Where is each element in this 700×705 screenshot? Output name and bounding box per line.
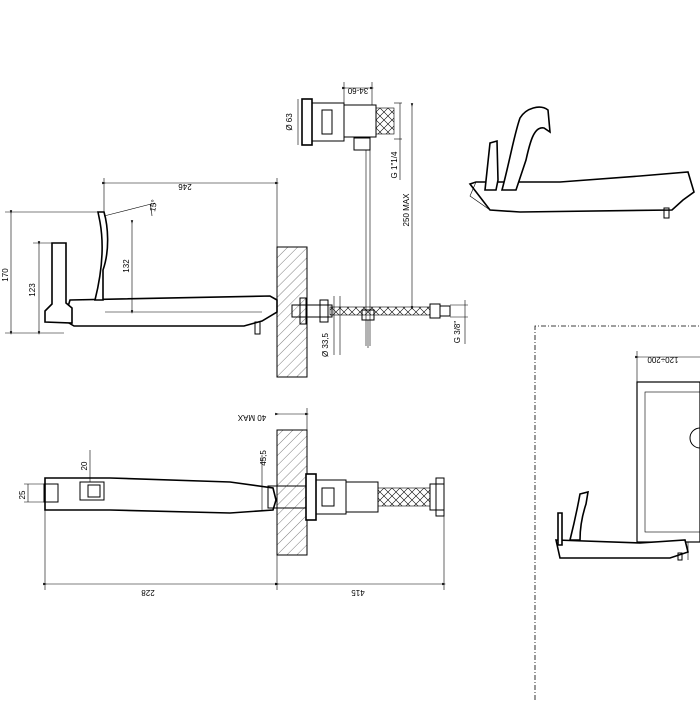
dim-wall-max: 40 MAX [237,413,266,422]
cartridge-detail: 34-60 Ø 63 G 1"1/4 250 MAX [285,82,414,346]
dim-projection: 228 [141,588,155,597]
dim-outlet-thread: G 3/8" [453,321,462,344]
plan-braided-hose [377,487,431,507]
dim-plate-size: 45,5 [259,450,268,466]
dim-spout-angle: 15° [148,199,159,212]
dim-total-height: 170 [1,268,10,282]
perspective-view [468,106,695,219]
side-view: 246 15° 170 123 132 Ø 33,5 [1,178,468,378]
dim-pipe-diameter: Ø 33,5 [321,332,330,357]
perspective-spout-handle [500,106,551,191]
plan-spout-body [44,477,277,514]
dim-connection-depth: 34-60 [347,86,368,95]
dim-inlet-length: 250 MAX [402,193,411,227]
plan-view: 25 20 40 MAX 45,5 228 415 [18,408,446,597]
lever [44,242,73,324]
installation-detail: 120÷200 [534,325,700,700]
dim-body-diameter: Ø 63 [285,113,294,131]
dim-spout-height: 132 [122,259,131,273]
dim-body-length: 415 [351,588,365,597]
dim-range-offset: 120÷200 [647,355,679,364]
thread-section [375,107,395,135]
dim-lever-height: 123 [28,283,37,297]
wall-section-plan [276,429,308,556]
spout-handle [93,211,109,301]
dim-outlet-length: 246 [178,182,192,191]
detail-mixer-body [554,539,689,559]
wall-box [636,381,700,543]
dim-spout-width: 20 [80,461,89,470]
braided-hose [329,306,431,316]
perspective-lever [484,139,499,191]
dim-lever-width: 25 [18,490,27,499]
dim-inlet-thread: G 1"1/4 [390,151,399,178]
